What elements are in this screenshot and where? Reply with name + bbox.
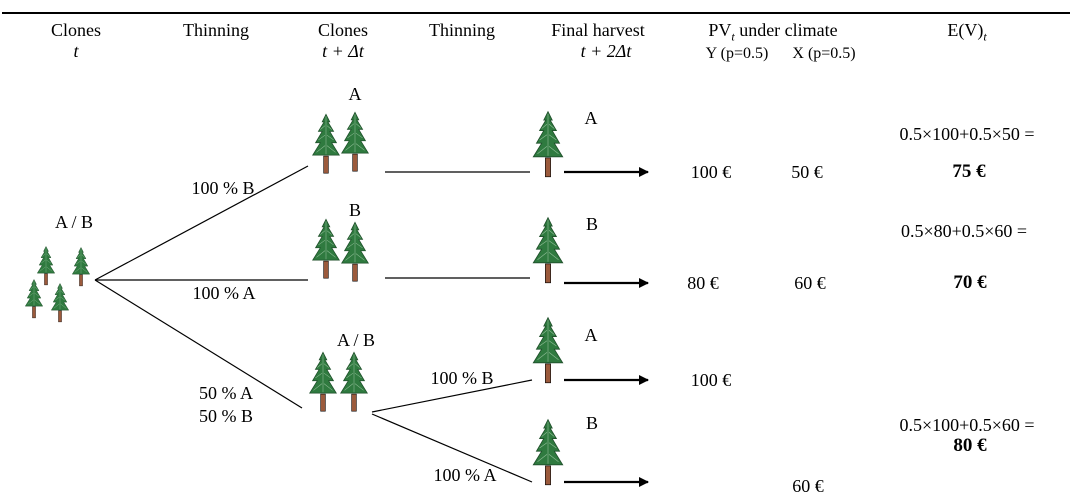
value-row4-x: 60 € <box>792 476 824 496</box>
final-tree-a2-icon <box>532 317 564 384</box>
value-row1-x: 50 € <box>791 162 823 182</box>
header-climate-x: X (p=0.5) <box>792 45 856 62</box>
branch-label-b4: 100 % B <box>430 368 494 388</box>
thin-line-4 <box>371 413 533 483</box>
final-tree-a1-icon <box>532 111 564 178</box>
header-clones-tdt-sub: t + Δt <box>322 41 364 61</box>
final-label-b1: B <box>585 214 599 234</box>
mid-label-b: B <box>348 200 362 220</box>
final-label-b2: B <box>585 413 599 433</box>
final-tree-b2-icon <box>532 419 564 486</box>
branch-label-b1: 100 % B <box>191 178 255 198</box>
expected-2-formula: 0.5×80+0.5×60 = <box>900 221 1028 241</box>
value-row3-y: 100 € <box>690 370 732 390</box>
mid-trees-a-icon <box>312 111 369 174</box>
final-label-a2: A <box>584 325 598 345</box>
branch-label-b2: 100 % A <box>192 283 256 303</box>
start-trees-icon <box>25 246 90 323</box>
branch-line-b <box>94 165 309 281</box>
expected-3-value: 80 € <box>953 435 987 456</box>
header-pv: PVt under climate <box>708 20 838 44</box>
final-tree-b1-icon <box>532 217 564 284</box>
expected-3-formula: 0.5×100+0.5×60 = <box>899 415 1035 435</box>
expected-1-formula: 0.5×100+0.5×50 = <box>899 124 1035 144</box>
header-thinning-2: Thinning <box>429 20 495 40</box>
header-final-harvest: Final harvest <box>551 20 645 40</box>
mid-label-ab: A / B <box>336 330 376 350</box>
thin-line-3 <box>371 379 533 413</box>
header-final-harvest-sub: t + 2Δt <box>580 41 632 61</box>
mid-trees-ab-icon <box>309 351 368 412</box>
mid-trees-b-icon <box>312 218 369 282</box>
header-clones-tdt: Clones <box>317 20 369 40</box>
value-row2-x: 60 € <box>794 273 826 293</box>
branch-label-b3-line2: 50 % B <box>199 406 253 426</box>
header-climate-y: Y (p=0.5) <box>705 45 769 62</box>
expected-2-value: 70 € <box>953 272 987 293</box>
branch-label-b5: 100 % A <box>433 465 497 485</box>
value-row2-y: 80 € <box>687 273 719 293</box>
branch-line-ab <box>94 279 303 409</box>
value-row1-y: 100 € <box>690 162 732 182</box>
expected-1-value: 75 € <box>952 161 986 182</box>
header-clones-t: Clones <box>50 20 102 40</box>
mid-label-a: A <box>348 84 362 104</box>
final-label-a1: A <box>584 108 598 128</box>
header-thinning-1: Thinning <box>183 20 249 40</box>
header-ev: E(V)t <box>947 20 987 44</box>
header-clones-t-sub: t <box>73 41 79 61</box>
start-label: A / B <box>54 212 94 232</box>
branch-label-b3-line1: 50 % A <box>199 383 253 403</box>
